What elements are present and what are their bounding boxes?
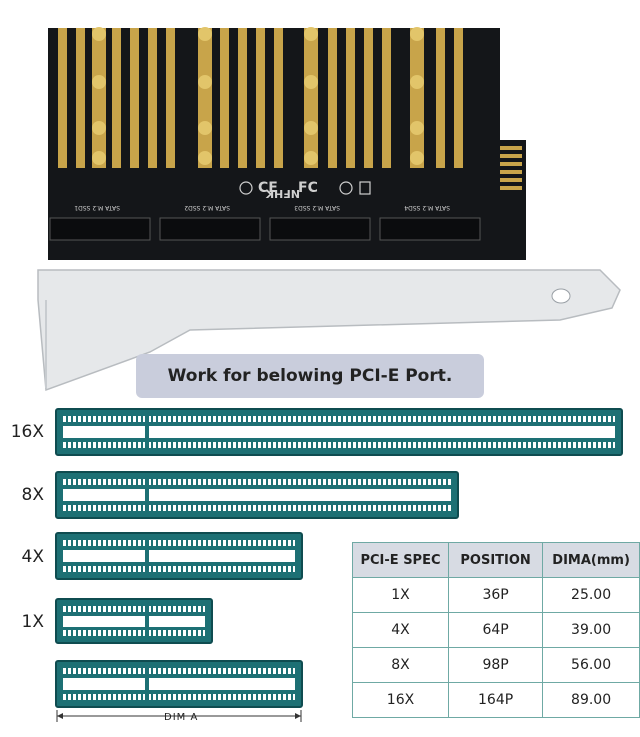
port-labels: SATA M.2 SSD1 SATA M.2 SSD2 SATA M.2 SSD… (74, 204, 450, 211)
table-row: 8X 98P 56.00 (352, 647, 640, 683)
header-dima: DIMA(mm) (542, 542, 640, 578)
header-pcie-spec: PCI-E SPEC (352, 542, 449, 578)
cell-position: 164P (447, 682, 544, 718)
svg-text:SATA M.2 SSD1: SATA M.2 SSD1 (74, 204, 120, 211)
table-row: 1X 36P 25.00 (352, 577, 640, 613)
spec-table: PCI-E SPEC POSITION DIMA(mm) 1X 36P 25.0… (352, 542, 640, 718)
svg-text:SATA M.2 SSD3: SATA M.2 SSD3 (294, 204, 340, 211)
m2-slots (49, 217, 481, 241)
dimension-label: DIM A (164, 712, 199, 723)
pcie-edge (496, 140, 526, 260)
cell-position: 98P (447, 647, 544, 683)
product-photo: NFHK FC CE SATA M.2 SSD1 SATA M.2 SSD2 S… (37, 27, 621, 392)
cell-dima: 25.00 (542, 577, 640, 613)
cell-position: 36P (447, 577, 544, 613)
cell-dima: 39.00 (542, 612, 640, 648)
metal-bracket (37, 269, 621, 392)
table-header-row: PCI-E SPEC POSITION DIMA(mm) (352, 542, 640, 578)
cell-spec: 1X (352, 577, 449, 613)
slot-16x (55, 408, 623, 456)
svg-text:SATA M.2 SSD4: SATA M.2 SSD4 (404, 204, 450, 211)
slot-label-8x: 8X (21, 485, 44, 505)
cell-position: 64P (447, 612, 544, 648)
slot-dimension-example (55, 660, 303, 708)
cell-dima: 89.00 (542, 682, 640, 718)
mount-holes (92, 27, 424, 165)
slot-label-4x: 4X (21, 547, 44, 567)
slot-4x (55, 532, 303, 580)
cert-logos (239, 181, 371, 195)
svg-text:FC: FC (298, 180, 318, 196)
compatibility-banner: Work for belowing PCI-E Port. (136, 354, 484, 398)
cell-spec: 8X (352, 647, 449, 683)
bracket-hole (551, 288, 571, 304)
svg-text:SATA M.2 SSD2: SATA M.2 SSD2 (184, 204, 230, 211)
cell-dima: 56.00 (542, 647, 640, 683)
slot-label-16x: 16X (10, 422, 44, 442)
svg-text:CE: CE (258, 180, 278, 196)
table-row: 4X 64P 39.00 (352, 612, 640, 648)
cell-spec: 4X (352, 612, 449, 648)
slot-8x (55, 471, 459, 519)
brand-text: NFHK (265, 187, 300, 200)
dimension-arrow (56, 710, 302, 722)
header-position: POSITION (447, 542, 544, 578)
table-row: 16X 164P 89.00 (352, 682, 640, 718)
cell-spec: 16X (352, 682, 449, 718)
slot-label-1x: 1X (21, 612, 44, 632)
slot-1x (55, 598, 213, 644)
